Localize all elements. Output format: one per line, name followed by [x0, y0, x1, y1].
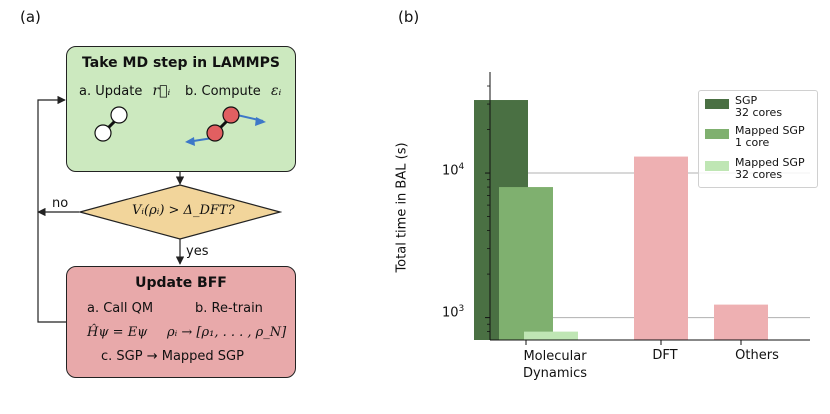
bar-category-1 — [634, 156, 688, 340]
x-label-dft: DFT — [652, 348, 678, 363]
decision-condition: Vᵢ(ρᵢ) > Δ_DFT? — [132, 203, 235, 218]
red-diatomic-force-icon — [185, 106, 266, 146]
bar-layer — [474, 100, 768, 340]
y-axis-label: Total time in BAL (s) — [394, 142, 410, 273]
bar-md-series-2 — [524, 331, 578, 340]
axis-layer — [485, 72, 810, 345]
bar-md-series-1 — [499, 187, 553, 340]
white-diatomic-icon — [94, 106, 128, 142]
position-symbol: r⃗ᵢ — [152, 83, 171, 99]
schrodinger-equation: Ĥψ = Eψ — [87, 325, 148, 340]
x-label-others: Others — [735, 348, 779, 363]
update-bff-box: Update BFF a. Call QM b. Re-train Ĥψ = E… — [66, 266, 296, 378]
loop-line — [37, 95, 67, 323]
decision-diamond — [78, 184, 282, 240]
no-label: no — [52, 196, 69, 211]
bar-chart — [474, 72, 810, 345]
md-step-box: Take MD step in LAMMPS a. Update r⃗ᵢ b. … — [66, 46, 296, 172]
legend-swatch-sgp-32 — [705, 99, 729, 109]
md-step-title: Take MD step in LAMMPS — [82, 55, 280, 71]
mapped-sgp-label: c. SGP → Mapped SGP — [101, 349, 244, 364]
call-qm-label: a. Call QM — [87, 301, 154, 316]
y-tick-label-1e4: 104 — [442, 162, 465, 179]
retrain-label: b. Re-train — [195, 301, 263, 316]
molecule-illustrations — [94, 106, 266, 146]
update-label: a. Update r⃗ᵢ — [79, 83, 171, 99]
bar-category-2 — [714, 304, 768, 340]
descriptor-equation: ρᵢ → [ρ₁, . . . , ρ_N] — [167, 325, 287, 340]
compute-label: b. Compute εᵢ — [185, 83, 282, 99]
y-tick-label-1e3: 103 — [442, 304, 465, 321]
panel-a-label: (a) — [20, 8, 41, 26]
update-bff-title: Update BFF — [135, 275, 227, 291]
yes-label: yes — [186, 244, 209, 259]
flowchart-connectors — [37, 95, 185, 323]
legend-swatch-mapped-32 — [705, 161, 729, 171]
panel-b-label: (b) — [398, 8, 420, 26]
energy-symbol: εᵢ — [270, 83, 282, 99]
legend-swatch-mapped-1 — [705, 129, 729, 139]
x-label-molecular-dynamics: Molecular Dynamics — [522, 349, 588, 381]
